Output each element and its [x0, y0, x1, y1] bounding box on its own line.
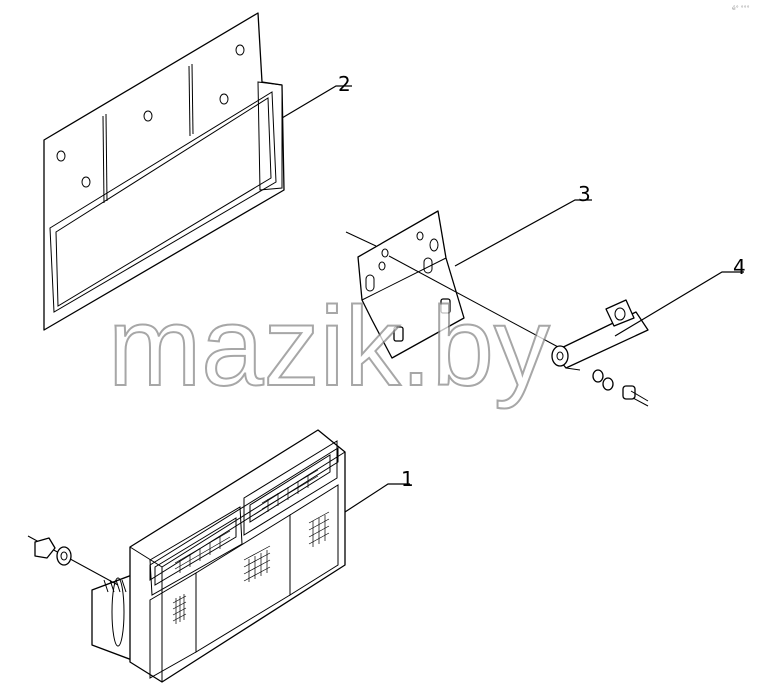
support-arm-with-bolt	[551, 299, 649, 407]
corner-mark: é° °°°	[732, 5, 750, 12]
license-plate-panel	[43, 12, 285, 331]
callout-number-4: 4	[733, 255, 746, 279]
mounting-bracket	[345, 210, 561, 359]
watermark-text: mazik.by	[108, 284, 550, 409]
callout-leaders	[281, 85, 744, 513]
callout-number-2: 2	[338, 72, 351, 96]
callout-number-3: 3	[578, 182, 591, 206]
callout-number-1: 1	[401, 467, 414, 491]
rear-combination-lamp	[27, 429, 346, 683]
